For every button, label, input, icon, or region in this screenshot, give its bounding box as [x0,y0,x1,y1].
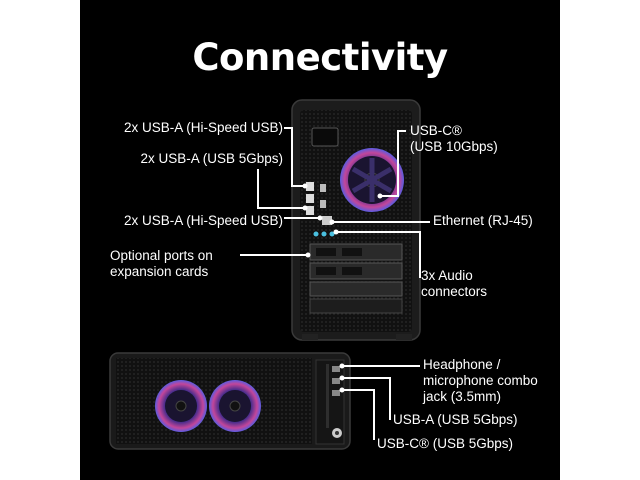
front-leader-lines [342,365,420,440]
label-ethernet: Ethernet (RJ-45) [433,213,533,228]
label-front-usb-c: USB-C® (USB 5Gbps) [377,436,513,451]
label-headphone-jack: Headphone / microphone combo jack (3.5mm… [423,357,538,404]
label-audio-connectors: 3x Audio connectors [421,268,488,299]
label-optional-ports: Optional ports on expansion cards [110,248,213,279]
tower-leader-dots [302,183,383,258]
label-usb-a-hi-speed-top: 2x USB-A (Hi-Speed USB) [123,120,283,135]
product-infographic: Connectivity [80,0,560,480]
label-usb-a-5gbps: 2x USB-A (USB 5Gbps) [140,151,283,166]
tower-top-view [109,352,351,450]
tower-rear-view [291,99,421,341]
label-usb-c-10gbps: USB-C® (USB 10Gbps) [410,123,498,154]
page-title: Connectivity [192,36,448,79]
label-usb-a-hi-speed-bottom: 2x USB-A (Hi-Speed USB) [123,213,283,228]
rear-io-ports [306,182,335,237]
front-leader-dots [339,363,345,393]
tower-leader-lines [240,127,430,278]
rear-fan [340,148,404,212]
expansion-cards [309,243,403,314]
power-connector [311,127,339,147]
product-illustration [109,99,430,450]
label-front-usb-a: USB-A (USB 5Gbps) [393,412,518,427]
top-fans [155,380,261,432]
